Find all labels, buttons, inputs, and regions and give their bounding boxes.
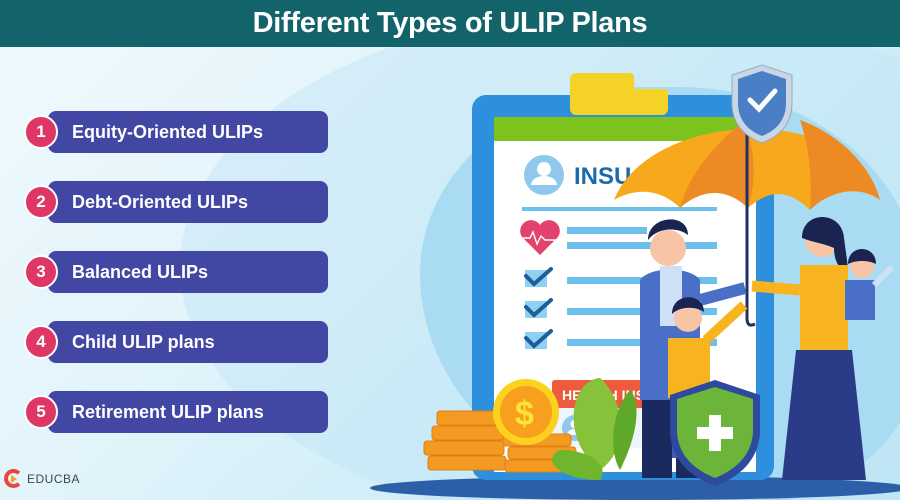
daughter-figure xyxy=(845,249,895,320)
shield-check-icon xyxy=(731,64,793,144)
shield-plus-icon xyxy=(670,380,760,486)
page-title: Different Types of ULIP Plans xyxy=(252,7,648,39)
item-number-badge: 5 xyxy=(24,395,58,429)
ground-shadow xyxy=(370,476,900,500)
item-label: Child ULIP plans xyxy=(72,331,215,352)
item-label: Balanced ULIPs xyxy=(72,261,209,282)
educba-logo-icon xyxy=(4,469,23,488)
item-number-badge: 4 xyxy=(24,325,58,359)
item-number-badge: 2 xyxy=(24,185,58,219)
list-item-balanced: Balanced ULIPs 3 xyxy=(22,251,328,293)
list-item-equity-oriented: Equity-Oriented ULIPs 1 xyxy=(22,111,328,153)
mother-figure xyxy=(751,217,866,480)
insurance-illustration: INSU HEALTH INSU xyxy=(370,64,900,500)
list-item-debt-oriented: Debt-Oriented ULIPs 2 xyxy=(22,181,328,223)
item-label: Debt-Oriented ULIPs xyxy=(72,191,249,212)
item-number-badge: 3 xyxy=(24,255,58,289)
leaf-icon xyxy=(552,378,637,480)
logo-text: EDUCBA xyxy=(27,471,81,486)
item-pill: Equity-Oriented ULIPs xyxy=(48,111,328,153)
svg-text:$: $ xyxy=(515,395,534,433)
item-pill: Child ULIP plans xyxy=(48,321,328,363)
umbrella-icon xyxy=(614,120,880,327)
item-number-badge: 1 xyxy=(24,115,58,149)
educba-logo: EDUCBA xyxy=(4,469,80,488)
item-label: Equity-Oriented ULIPs xyxy=(72,121,264,142)
item-label: Retirement ULIP plans xyxy=(72,401,264,422)
item-pill: Balanced ULIPs xyxy=(48,251,328,293)
item-pill: Retirement ULIP plans xyxy=(48,391,328,433)
infographic-canvas: INSU HEALTH INSU xyxy=(0,47,900,500)
list-item-retirement: Retirement ULIP plans 5 xyxy=(22,391,328,433)
list-item-child: Child ULIP plans 4 xyxy=(22,321,328,363)
item-pill: Debt-Oriented ULIPs xyxy=(48,181,328,223)
header-banner: Different Types of ULIP Plans xyxy=(0,0,900,47)
coin-stack-icon: $ xyxy=(423,379,577,473)
